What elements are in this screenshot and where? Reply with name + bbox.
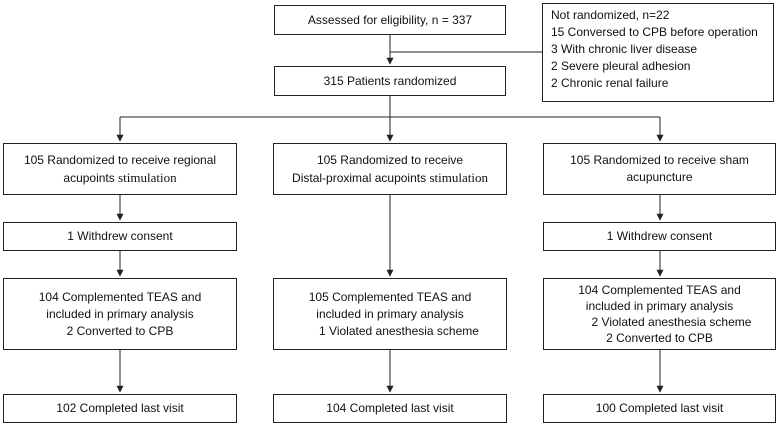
arm1-withdrew-text: 1 Withdrew consent [67, 229, 173, 243]
arm1-analysis-line: 2 Converted to CPB [66, 323, 174, 338]
arm1-analysis-line: 104 Complemented TEAS and [38, 289, 202, 304]
arm2-allocation-line1: 105 Randomized to receive [316, 152, 464, 167]
arm1-allocation-box: 105 Randomized to receive regional acupo… [3, 143, 237, 195]
arm2-analysis-line: 1 Violated anesthesia scheme [319, 323, 479, 338]
arm2-allocation-line2b: stimulation [429, 169, 488, 185]
arm1-allocation-line2: acupoints stimulation [63, 169, 176, 187]
arm3-analysis-line: 2 Converted to CPB [606, 331, 713, 345]
randomized-box: 315 Patients randomized [274, 66, 506, 96]
arm2-analysis-line: included in primary analysis [316, 306, 464, 321]
excluded-reason: 2 Severe pleural adhesion [551, 59, 691, 73]
arm1-withdrew-box: 1 Withdrew consent [3, 222, 237, 251]
excluded-reason: 2 Chronic renal failure [551, 76, 669, 90]
excluded-total: Not randomized, n=22 [551, 8, 670, 22]
excluded-reason: 15 Conversed to CPB before operation [551, 25, 758, 39]
arm1-completed-box: 102 Completed last visit [3, 394, 237, 423]
arm3-withdrew-text: 1 Withdrew consent [606, 229, 713, 243]
arm2-allocation-box: 105 Randomized to receive Distal-proxima… [273, 143, 507, 195]
eligibility-box: Assessed for eligibility, n = 337 [274, 5, 506, 35]
arm3-analysis-line: 2 Violated anesthesia scheme [591, 315, 752, 329]
arm3-allocation-line1: 105 Randomized to receive sham [570, 153, 749, 167]
arm3-allocation-box: 105 Randomized to receive sham acupunctu… [543, 143, 776, 195]
arm2-analysis-line: 105 Complemented TEAS and [308, 289, 472, 304]
arm2-analysis-box: 105 Complemented TEAS and included in pr… [273, 278, 507, 350]
excluded-reason: 3 With chronic liver disease [551, 42, 698, 56]
arm3-withdrew-box: 1 Withdrew consent [543, 222, 776, 251]
arm1-allocation-line2a: acupoints [63, 170, 119, 185]
arm3-analysis-box: 104 Complemented TEAS and included in pr… [543, 278, 776, 350]
arm1-allocation-line1: 105 Randomized to receive regional [23, 152, 217, 167]
arm1-analysis-line: included in primary analysis [46, 306, 194, 321]
randomized-text: 315 Patients randomized [323, 73, 457, 88]
arm3-analysis-line: included in primary analysis [585, 299, 734, 313]
arm3-analysis-line: 104 Complemented TEAS and [578, 283, 741, 297]
arm2-allocation-line2: Distal-proximal acupoints stimulation [292, 169, 488, 187]
arm2-completed-text: 104 Completed last visit [326, 401, 454, 415]
arm3-allocation-line2: acupuncture [626, 170, 693, 184]
arm1-completed-text: 102 Completed last visit [56, 401, 184, 415]
excluded-box: Not randomized, n=22 15 Conversed to CPB… [542, 3, 774, 102]
arm3-completed-text: 100 Completed last visit [595, 401, 724, 415]
arm1-allocation-line2b: stimulation [118, 169, 177, 185]
arm2-completed-box: 104 Completed last visit [273, 394, 507, 423]
arm3-completed-box: 100 Completed last visit [543, 394, 776, 423]
eligibility-text: Assessed for eligibility, n = 337 [307, 12, 473, 27]
arm2-allocation-line2a: Distal-proximal acupoints [292, 170, 430, 185]
arm1-analysis-box: 104 Complemented TEAS and included in pr… [3, 278, 237, 350]
